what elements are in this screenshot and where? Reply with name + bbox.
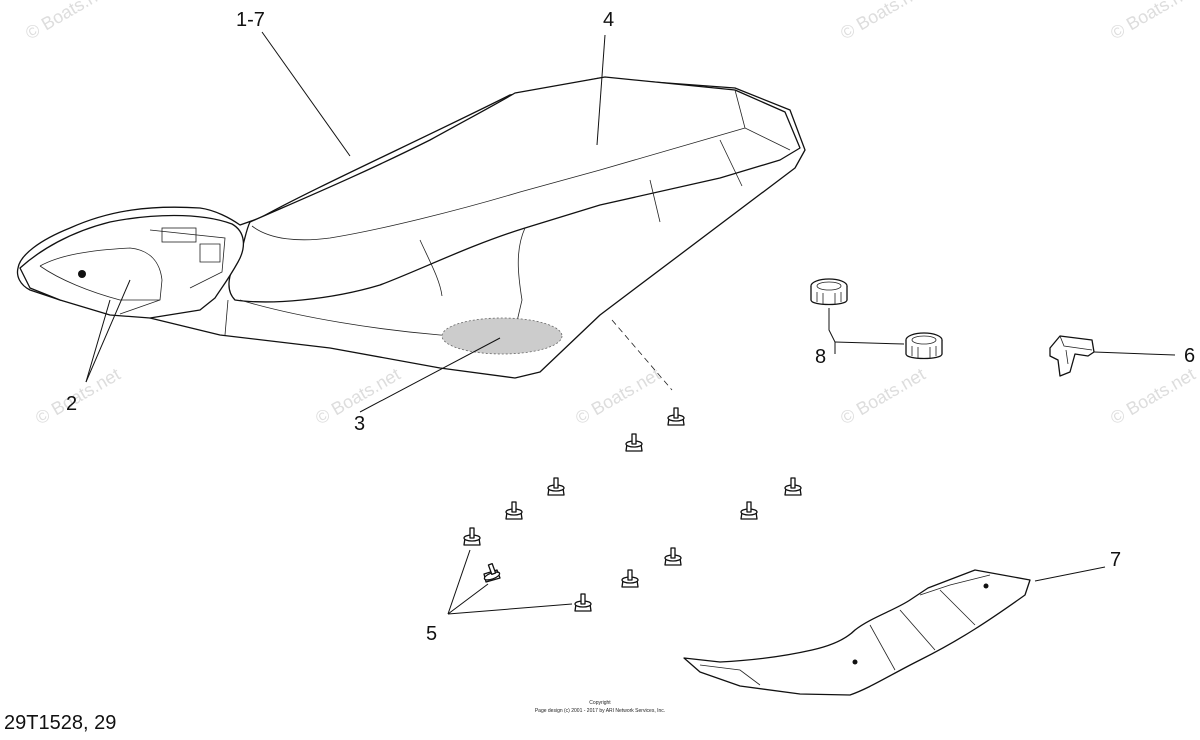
copyright-line-1: Copyright — [589, 700, 611, 706]
seat-assembly — [16, 76, 806, 391]
rivet-icon — [740, 501, 758, 520]
watermark-text: © Boats.net — [1107, 0, 1199, 43]
rivet-icon — [574, 593, 592, 612]
clip-part — [1049, 335, 1095, 377]
callout-3: 3 — [354, 413, 365, 435]
rivet-icon — [463, 527, 481, 546]
rivet-icon — [547, 477, 565, 496]
rivet-icon — [483, 562, 501, 583]
rivet-icon — [784, 477, 802, 496]
bottom-panel — [683, 569, 1031, 696]
mounting-hole-icon — [983, 583, 989, 589]
callout-2: 2 — [66, 393, 77, 415]
watermark-text: © Boats.net — [572, 364, 664, 428]
label-area — [441, 317, 563, 355]
mounting-hole-icon — [78, 270, 86, 278]
diagram-id: 29T1528, 29 — [4, 712, 117, 734]
callout-5: 5 — [426, 623, 437, 645]
rivet-icon — [664, 547, 682, 566]
callout-4: 4 — [603, 9, 614, 31]
callout-8: 8 — [815, 346, 826, 368]
rivet-icon — [667, 407, 685, 426]
callout-7: 7 — [1110, 549, 1121, 571]
cap-icon — [810, 278, 848, 306]
leader-lines — [85, 31, 1176, 615]
rivet-icon — [505, 501, 523, 520]
fasteners — [463, 407, 802, 612]
callouts: 1-7 4 2 3 8 6 7 5 — [66, 9, 1195, 645]
callout-1-7: 1-7 — [236, 9, 265, 31]
copyright: Copyright Page design (c) 2001 - 2017 by… — [535, 700, 665, 714]
copyright-line-2: Page design (c) 2001 - 2017 by ARI Netwo… — [535, 708, 665, 714]
watermark-text: © Boats.net — [837, 364, 929, 428]
watermark-text: © Boats.net — [1107, 364, 1199, 428]
callout-6: 6 — [1184, 345, 1195, 367]
watermark-text: © Boats.net — [32, 364, 124, 428]
watermark-text: © Boats.net — [837, 0, 929, 43]
rivet-icon — [625, 433, 643, 452]
cap-parts — [810, 278, 943, 360]
watermark-text: © Boats.net — [22, 0, 114, 43]
rivet-icon — [621, 569, 639, 588]
cap-icon — [905, 332, 943, 360]
mounting-hole-icon — [852, 659, 858, 665]
